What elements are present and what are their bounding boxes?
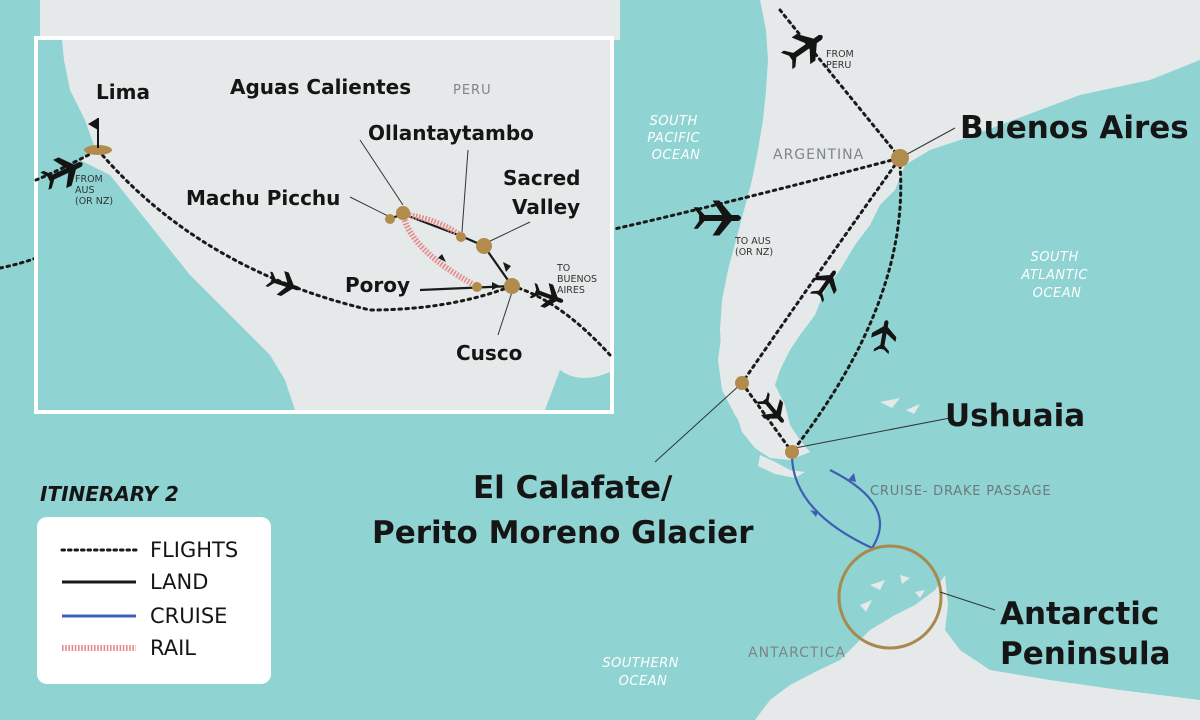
- legend-label-cruise: CRUISE: [150, 604, 227, 628]
- to-buenos-aires-line: BUENOS: [557, 274, 597, 285]
- peninsula-label: Peninsula: [1000, 636, 1171, 672]
- cruise-drake-passage-label: CRUISE- DRAKE PASSAGE: [870, 484, 1051, 499]
- to-buenos-aires-note: TO BUENOS AIRES: [556, 263, 600, 296]
- south-atlantic-line: SOUTH: [1031, 250, 1079, 265]
- south-atlantic-line: OCEAN: [1033, 286, 1082, 301]
- stop-marker-machu-picchu: [385, 214, 395, 224]
- stop-marker-ollantaytambo: [456, 232, 466, 242]
- legend-title: ITINERARY 2: [40, 482, 179, 506]
- antarctica-label: ANTARCTICA: [748, 645, 846, 661]
- buenos-aires-label: Buenos Aires: [960, 110, 1189, 146]
- inset-lake: [545, 370, 610, 410]
- argentina-label: ARGENTINA: [773, 147, 864, 163]
- stop-marker-sacred-valley: [476, 238, 492, 254]
- to-aus-line: (OR NZ): [735, 247, 773, 258]
- flag-icon: [88, 118, 99, 148]
- antarctic-peninsula-landmass: [755, 575, 1200, 720]
- from-peru-line: FROM: [826, 49, 854, 60]
- legend: ITINERARY 2 FLIGHTS LAND CRUISE RAIL: [37, 482, 271, 684]
- valley-label: Valley: [512, 195, 580, 219]
- south-pacific-line: OCEAN: [652, 148, 701, 163]
- stop-marker-buenos-aires: [891, 149, 909, 167]
- ushuaia-label: Ushuaia: [945, 398, 1085, 434]
- aguas-calientes-label: Aguas Calientes: [230, 75, 411, 99]
- to-buenos-aires-line: TO: [556, 263, 570, 274]
- legend-label-flights: FLIGHTS: [150, 538, 238, 562]
- stop-marker-poroy: [472, 282, 482, 292]
- southern-ocean-line: OCEAN: [619, 674, 668, 689]
- antarctic-peninsula-circle: [837, 544, 943, 650]
- to-aus-note: TO AUS (OR NZ): [734, 236, 774, 258]
- to-aus-line: TO AUS: [734, 236, 771, 247]
- legend-label-land: LAND: [150, 570, 208, 594]
- inset-sea: [38, 40, 295, 410]
- stop-marker-ushuaia: [785, 445, 799, 459]
- southern-ocean-line: SOUTHERN: [602, 656, 679, 671]
- legend-box: [37, 517, 271, 684]
- south-pacific-label: SOUTH PACIFIC OCEAN: [647, 114, 705, 163]
- antarctic-islands: [860, 575, 925, 612]
- poroy-label: Poroy: [345, 273, 410, 297]
- south-atlantic-label: SOUTH ATLANTIC OCEAN: [1020, 250, 1092, 301]
- south-atlantic-line: ATLANTIC: [1020, 268, 1088, 283]
- antarctic-label: Antarctic: [1000, 596, 1159, 632]
- from-peru-note: FROM PERU: [826, 49, 857, 71]
- peru-inset-map: Lima Aguas Calientes Ollantaytambo Sacre…: [34, 36, 614, 414]
- stop-marker-lima: [84, 145, 112, 155]
- southern-ocean-label: SOUTHERN OCEAN: [602, 656, 683, 689]
- south-pacific-line: PACIFIC: [647, 131, 700, 146]
- machu-picchu-label: Machu Picchu: [186, 186, 340, 210]
- legend-label-rail: RAIL: [150, 636, 196, 660]
- from-aus-line: (OR NZ): [75, 196, 113, 207]
- south-america-landmass: [720, 0, 1200, 460]
- perito-moreno-label: Perito Moreno Glacier: [372, 515, 754, 551]
- from-peru-line: PERU: [826, 60, 851, 71]
- stop-marker-cusco: [504, 278, 520, 294]
- lima-label: Lima: [96, 80, 150, 104]
- sacred-label: Sacred: [503, 166, 581, 190]
- cusco-label: Cusco: [456, 341, 522, 365]
- stop-marker-aguas-calientes: [396, 206, 410, 220]
- from-aus-note: FROM AUS (OR NZ): [75, 174, 113, 207]
- el-calafate-label: El Calafate/: [473, 470, 673, 506]
- ollantaytambo-label: Ollantaytambo: [368, 121, 534, 145]
- south-pacific-line: SOUTH: [650, 114, 698, 129]
- stop-marker-el-calafate: [735, 376, 749, 390]
- peru-label: PERU: [453, 83, 492, 98]
- to-buenos-aires-line: AIRES: [557, 285, 585, 296]
- from-aus-line: AUS: [75, 185, 94, 196]
- from-aus-line: FROM: [75, 174, 103, 185]
- peru-coast: [0, 0, 620, 40]
